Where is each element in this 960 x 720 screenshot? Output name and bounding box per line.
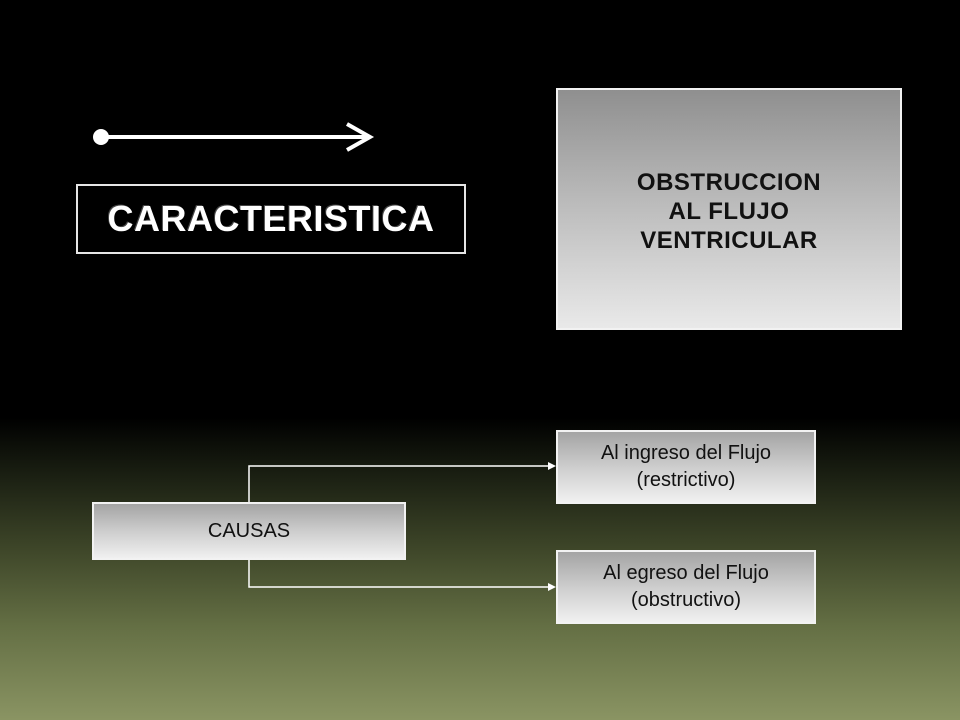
causas-label: CAUSAS <box>207 519 291 542</box>
egreso-node: Al egreso del Flujo (obstructivo) <box>556 550 816 624</box>
egreso-line-1: Al egreso del Flujo <box>603 562 769 584</box>
connector-to-ingreso <box>248 462 556 502</box>
ingreso-node: Al ingreso del Flujo (restrictivo) <box>556 430 816 504</box>
egreso-line-2: (obstructivo) <box>630 589 742 611</box>
main-concept-line-1: OBSTRUCCION <box>636 169 822 196</box>
ingreso-line-2: (restrictivo) <box>636 469 736 491</box>
main-concept-text: OBSTRUCCION AL FLUJO VENTRICULAR <box>637 168 821 255</box>
decorative-arrow-icon <box>93 122 375 152</box>
main-concept-box: OBSTRUCCION AL FLUJO VENTRICULAR <box>556 88 902 330</box>
main-concept-line-2: AL FLUJO <box>668 198 790 225</box>
heading-box: CARACTERISTICA <box>76 184 466 254</box>
main-concept-line-3: VENTRICULAR <box>640 227 818 254</box>
causas-node: CAUSAS <box>92 502 406 560</box>
ingreso-line-1: Al ingreso del Flujo <box>600 442 772 464</box>
heading-text: CARACTERISTICA <box>107 198 435 239</box>
connector-to-egreso <box>248 560 556 591</box>
arrowhead-icon <box>548 583 556 591</box>
arrowhead-icon <box>548 462 556 470</box>
